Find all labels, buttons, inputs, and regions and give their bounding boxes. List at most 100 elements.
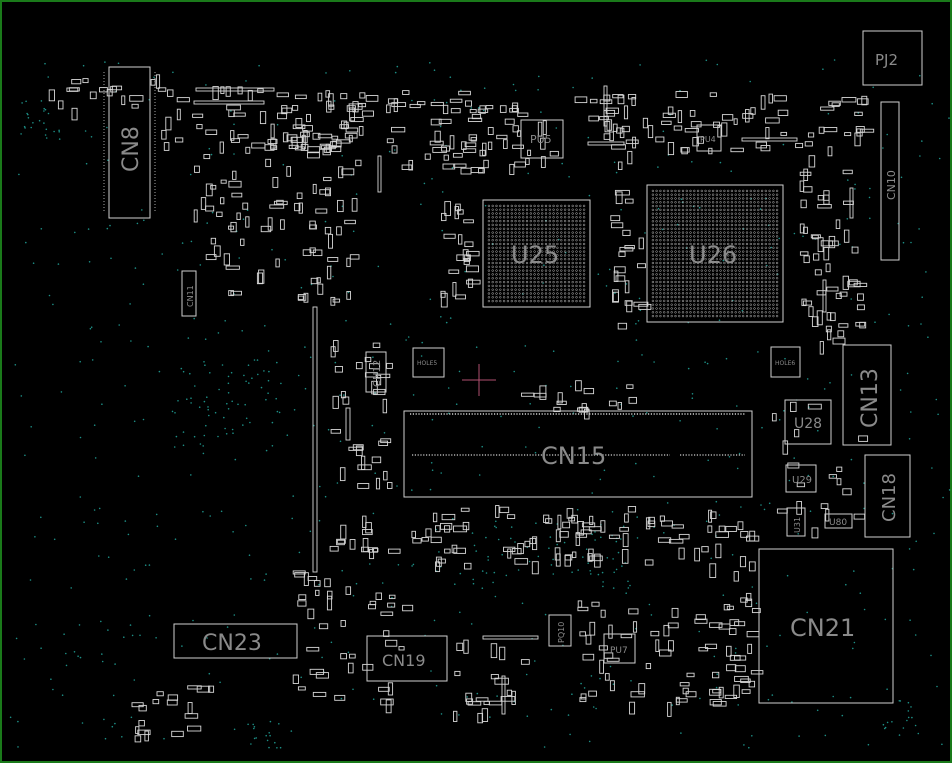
passive-pad (386, 104, 391, 114)
bga-ball (556, 269, 559, 272)
connector-cn10[interactable]: CN10 (880, 101, 900, 261)
bga-ball (506, 296, 510, 299)
passive-pad (609, 131, 614, 142)
via (208, 147, 211, 150)
via (822, 68, 824, 70)
bga-ball (704, 273, 707, 276)
connector-cn23[interactable]: CN23 (173, 623, 298, 659)
passive-pad (121, 95, 126, 106)
bga-ball (529, 223, 532, 227)
bga-ball (764, 212, 767, 215)
bga-ball (753, 280, 756, 284)
ic-pu4[interactable]: PU4 (696, 124, 722, 152)
bga-ball (738, 197, 741, 200)
connector-cn19[interactable]: CN19 (366, 635, 448, 682)
connector-cn15[interactable]: CN15 (403, 410, 753, 498)
hole-hole6[interactable]: HOLE6 (770, 346, 801, 378)
bga-ball (708, 277, 711, 280)
via (227, 382, 230, 385)
passive-pad (365, 95, 379, 102)
passive-pad (300, 144, 309, 151)
bga-ball (533, 296, 536, 299)
connector-cn13[interactable]: CN13 (842, 344, 892, 446)
bga-ball (533, 208, 536, 211)
connector-cn11[interactable]: CN11 (181, 270, 197, 317)
via (204, 338, 207, 341)
connector-pj2[interactable]: PJ2 (862, 30, 923, 86)
bga-ball (681, 216, 685, 219)
bga-ball (681, 307, 685, 310)
bga-ball (678, 307, 681, 310)
via (104, 61, 106, 63)
bga-ball (742, 280, 745, 284)
slim-part (482, 635, 539, 640)
passive-pad (813, 253, 820, 261)
bga-ball (655, 288, 658, 291)
passive-pad (388, 594, 396, 600)
passive-pad (589, 621, 596, 636)
bga-ball (681, 231, 685, 234)
via (156, 525, 159, 528)
via (181, 242, 184, 244)
bga-ball (693, 273, 696, 276)
bga-ball (745, 277, 749, 280)
bga-ball (651, 280, 655, 284)
bga-ball (749, 189, 752, 193)
bga-ball (533, 223, 536, 227)
bga-ball (510, 231, 513, 234)
ic-pu7[interactable]: PU7 (603, 633, 636, 664)
passive-pad (467, 117, 483, 122)
hole-hole5[interactable]: HOLE5 (412, 347, 445, 378)
ic-pu5[interactable]: PU5 (520, 119, 564, 159)
passive-pad (587, 553, 593, 562)
via (245, 417, 248, 420)
ic-u29[interactable]: U29 (785, 464, 817, 493)
bga-u26[interactable]: U26 (646, 184, 784, 323)
bga-ball (571, 219, 574, 223)
via (40, 516, 42, 519)
bga-ball (723, 280, 726, 284)
bga-ball (734, 303, 737, 306)
via (613, 161, 616, 164)
connector-cn8[interactable]: CN8 (103, 66, 156, 219)
bga-ball (548, 216, 551, 219)
passive-pad (811, 527, 819, 539)
bga-ball (704, 197, 707, 200)
passive-pad (265, 158, 272, 168)
passive-pad (832, 337, 846, 345)
bga-ball (487, 265, 491, 268)
ic-u28[interactable]: U28 (784, 399, 832, 445)
bga-ball (506, 258, 510, 261)
connector-cn21[interactable]: CN21 (758, 548, 894, 704)
ic-u80[interactable]: U80 (824, 513, 853, 529)
passive-pad (233, 112, 246, 117)
bga-u25[interactable]: U25 (482, 199, 591, 308)
passive-pad (296, 192, 303, 200)
passive-pad (673, 125, 683, 131)
bga-ball (491, 277, 494, 280)
bga-ball (711, 277, 715, 280)
connector-cn18[interactable]: CN18 (864, 454, 911, 538)
bga-ball (711, 307, 715, 310)
bga-ball (529, 250, 532, 253)
bga-ball (715, 258, 719, 261)
connector-cn12[interactable]: CN12 (365, 351, 387, 393)
passive-pad (718, 686, 724, 699)
bga-ball (753, 314, 756, 318)
ic-u31[interactable]: U31 (786, 507, 806, 537)
transistor-pq10[interactable]: PQ10 (548, 614, 572, 647)
bga-ball (525, 250, 529, 253)
bga-ball (544, 265, 548, 268)
bga-ball (727, 231, 730, 234)
bga-ball (674, 220, 677, 223)
passive-pad (312, 249, 323, 257)
bga-ball (666, 193, 670, 196)
passive-pad (724, 694, 738, 699)
via (104, 737, 107, 740)
bga-ball (537, 258, 540, 261)
bga-ball (742, 314, 745, 318)
bga-ball (738, 277, 741, 280)
bga-ball (659, 269, 662, 272)
via (101, 660, 104, 663)
